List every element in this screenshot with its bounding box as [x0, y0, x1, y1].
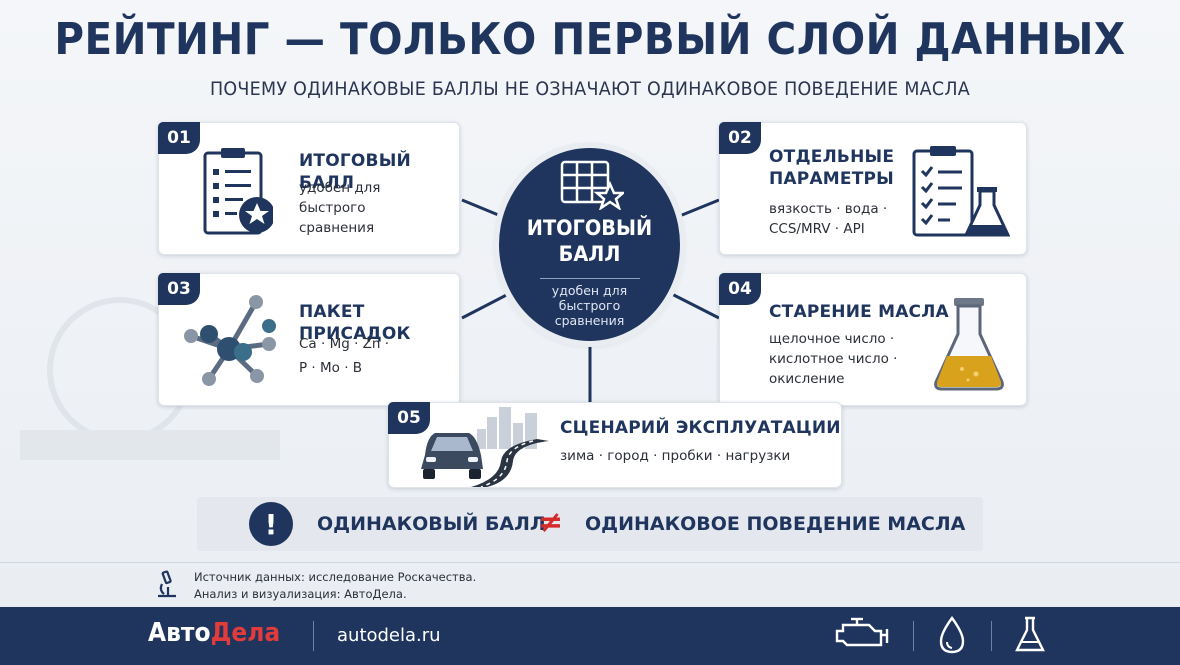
- card-additive-package: 03 ПАКЕТ ПРИСАДОК Ca · Mg · Zn · P · Mo …: [158, 273, 460, 406]
- center-score-circle: [499, 148, 680, 341]
- card-text-line: вязкость · вода ·: [769, 201, 888, 217]
- footer-bar: [0, 607, 1180, 665]
- card-number: 05: [388, 402, 430, 434]
- source-divider: [0, 562, 1180, 563]
- card-number: 02: [719, 122, 761, 154]
- card-text-line: сравнения: [299, 220, 375, 236]
- card-number: 01: [158, 122, 200, 154]
- engine-icon: [835, 617, 889, 647]
- source-note: Источник данных: исследование Роскачеств…: [194, 569, 476, 603]
- background-decoration: [20, 297, 280, 460]
- center-title-line: ИТОГОВЫЙ: [526, 216, 653, 240]
- warning-right-text: ОДИНАКОВОЕ ПОВЕДЕНИЕ МАСЛА: [585, 513, 966, 535]
- car-road-icon: [421, 407, 549, 487]
- warning-bar: [197, 497, 983, 551]
- drop-icon: [939, 615, 965, 654]
- card-title-line: ПАРАМЕТРЫ: [769, 169, 895, 189]
- card-oil-aging: 04 СТАРЕНИЕ МАСЛА щелочное число · кисло…: [719, 273, 1027, 406]
- card-text-line: CCS/MRV · API: [769, 221, 865, 237]
- footer-divider: [991, 621, 992, 651]
- score-grid-star-icon: [560, 160, 624, 210]
- center-sub-line: сравнения: [554, 313, 625, 328]
- card-title: СЦЕНАРИЙ ЭКСПЛУАТАЦИИ: [560, 418, 841, 438]
- molecule-icon: [184, 295, 276, 386]
- center-sub-line: быстрого: [558, 298, 621, 313]
- card-text: вязкость · вода · CCS/MRV · API: [769, 199, 887, 239]
- brand-logo-part-accent: Дела: [210, 618, 281, 648]
- flask-icon: [1015, 616, 1045, 652]
- card-title: ПАКЕТ ПРИСАДОК: [299, 302, 411, 344]
- card-title: ОТДЕЛЬНЫЕ ПАРАМЕТРЫ: [769, 146, 894, 190]
- card-text-line: щелочное число ·: [769, 331, 895, 347]
- brand-logo[interactable]: АвтоДела: [148, 618, 280, 648]
- card-title: ИТОГОВЫЙ БАЛЛ: [299, 151, 411, 193]
- card-number: 03: [158, 273, 200, 305]
- card-text-line: окисление: [769, 371, 845, 387]
- exclamation-icon: !: [249, 502, 293, 546]
- card-final-score: 01 ИТОГОВЫЙ БАЛЛ удобен для быстрого сра…: [158, 122, 460, 255]
- source-line: Источник данных: исследование Роскачеств…: [194, 570, 477, 584]
- warning-left-text: ОДИНАКОВЫЙ БАЛЛ: [317, 513, 546, 535]
- card-text-line: быстрого: [299, 200, 366, 216]
- card-title-line: ОТДЕЛЬНЫЕ: [769, 147, 895, 167]
- card-title: СТАРЕНИЕ МАСЛА: [769, 302, 949, 322]
- brand-logo-part: Авто: [148, 618, 211, 648]
- oil-flask-icon: [934, 298, 1004, 391]
- footer-divider: [913, 621, 914, 651]
- card-text: зима · город · пробки · нагрузки: [560, 448, 791, 464]
- card-text: щелочное число · кислотное число · окисл…: [769, 329, 897, 389]
- source-line: Анализ и визуализация: АвтоДела.: [194, 587, 407, 601]
- microscope-icon: [158, 570, 176, 598]
- center-divider: [540, 278, 640, 279]
- center-title-line: БАЛЛ: [558, 242, 621, 266]
- card-usage-scenario: 05 СЦЕНАРИЙ ЭКСПЛУАТАЦИИ зима · город · …: [388, 402, 842, 488]
- card-text: удобен для быстрого сравнения: [299, 178, 380, 238]
- card-number: 04: [719, 273, 761, 305]
- card-text: Ca · Mg · Zn · P · Mo · B: [299, 332, 389, 380]
- card-text-line: P · Mo · B: [299, 360, 363, 376]
- center-title: ИТОГОВЫЙ БАЛЛ: [506, 215, 673, 267]
- page-title: РЕЙТИНГ — ТОЛЬКО ПЕРВЫЙ СЛОЙ ДАННЫХ: [54, 14, 1126, 65]
- center-subtext: удобен для быстрого сравнения: [499, 283, 680, 328]
- card-text-line: кислотное число ·: [769, 351, 898, 367]
- not-equal-icon: ≠: [538, 505, 564, 540]
- card-text-line: удобен для: [299, 180, 381, 196]
- footer-divider: [313, 621, 314, 651]
- page-subtitle: ПОЧЕМУ ОДИНАКОВЫЕ БАЛЛЫ НЕ ОЗНАЧАЮТ ОДИН…: [209, 78, 971, 100]
- card-text-line: Ca · Mg · Zn ·: [299, 336, 390, 352]
- checklist-flask-icon: [912, 146, 1010, 237]
- center-sub-line: удобен для: [551, 283, 628, 298]
- footer-url-link[interactable]: autodela.ru: [337, 625, 441, 646]
- card-separate-parameters: 02 ОТДЕЛЬНЫЕ ПАРАМЕТРЫ вязкость · вода ·…: [719, 122, 1027, 255]
- clipboard-star-icon: [203, 148, 273, 235]
